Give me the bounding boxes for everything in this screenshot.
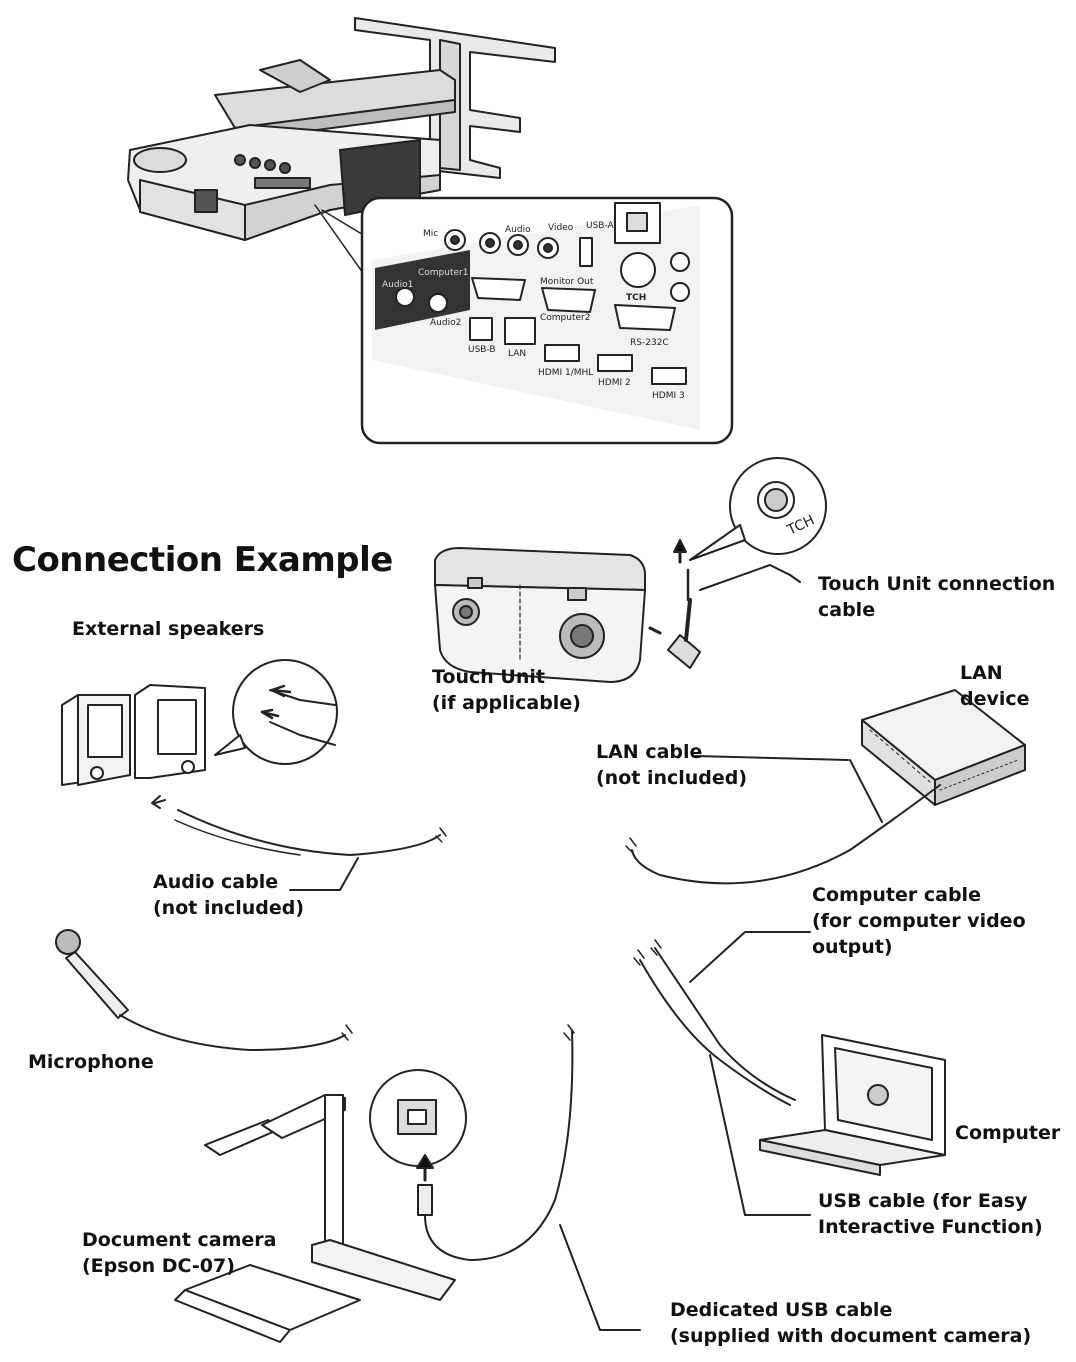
port-mic-label: Mic xyxy=(423,229,438,239)
microphone-illustration xyxy=(55,929,353,1051)
port-hdmi2-label: HDMI 2 xyxy=(598,378,631,388)
touch-unit-illustration xyxy=(434,457,827,683)
page-title: Connection Example xyxy=(12,540,393,580)
lan-cable-label: LAN cable (not included) xyxy=(596,741,748,789)
lan-device-illustration xyxy=(625,689,1026,885)
port-usb-b-label: USB-B xyxy=(468,345,496,355)
microphone-label: Microphone xyxy=(28,1051,154,1073)
port-audio1-label: Audio1 xyxy=(382,280,413,290)
audio-cable-label: Audio cable (not included) xyxy=(153,871,305,919)
port-video-label: Video xyxy=(548,223,574,233)
port-computer1-label: Computer1 xyxy=(418,268,468,278)
port-monitor-out-label: Monitor Out xyxy=(540,277,594,287)
external-speakers-label: External speakers xyxy=(72,618,265,640)
port-hdmi1-label: HDMI 1/MHL xyxy=(538,368,593,378)
touch-unit-label: Touch Unit (if applicable) xyxy=(432,666,581,714)
port-panel-callout xyxy=(360,196,734,445)
laptop-illustration xyxy=(633,931,946,1216)
port-tch-label: TCH xyxy=(626,293,646,303)
port-audio2-label: Audio2 xyxy=(430,318,461,328)
port-computer2-label: Computer2 xyxy=(540,313,590,323)
port-usb-a-label: USB-A xyxy=(586,221,615,231)
port-hdmi3-label: HDMI 3 xyxy=(652,391,685,401)
port-audio-label: Audio xyxy=(505,225,531,235)
computer-cable-label: Computer cable (for computer video outpu… xyxy=(812,884,1026,958)
port-lan-label: LAN xyxy=(508,349,526,359)
dedicated-usb-cable-label: Dedicated USB cable (supplied with docum… xyxy=(670,1299,1032,1347)
speakers-illustration xyxy=(61,659,447,891)
port-labels: Mic Audio Video USB-A Computer1 Monitor … xyxy=(382,221,817,539)
usb-cable-label: USB cable (for Easy Interactive Function… xyxy=(818,1190,1043,1238)
projector-illustration xyxy=(127,17,556,291)
document-camera-label: Document camera (Epson DC-07) xyxy=(82,1229,277,1277)
port-rs232c-label: RS-232C xyxy=(630,338,669,348)
document-camera-illustration xyxy=(174,1024,641,1343)
lan-device-label: LAN device xyxy=(960,662,1030,710)
touch-unit-cable-label: Touch Unit connection cable xyxy=(818,573,1056,621)
computer-label: Computer xyxy=(955,1122,1061,1144)
